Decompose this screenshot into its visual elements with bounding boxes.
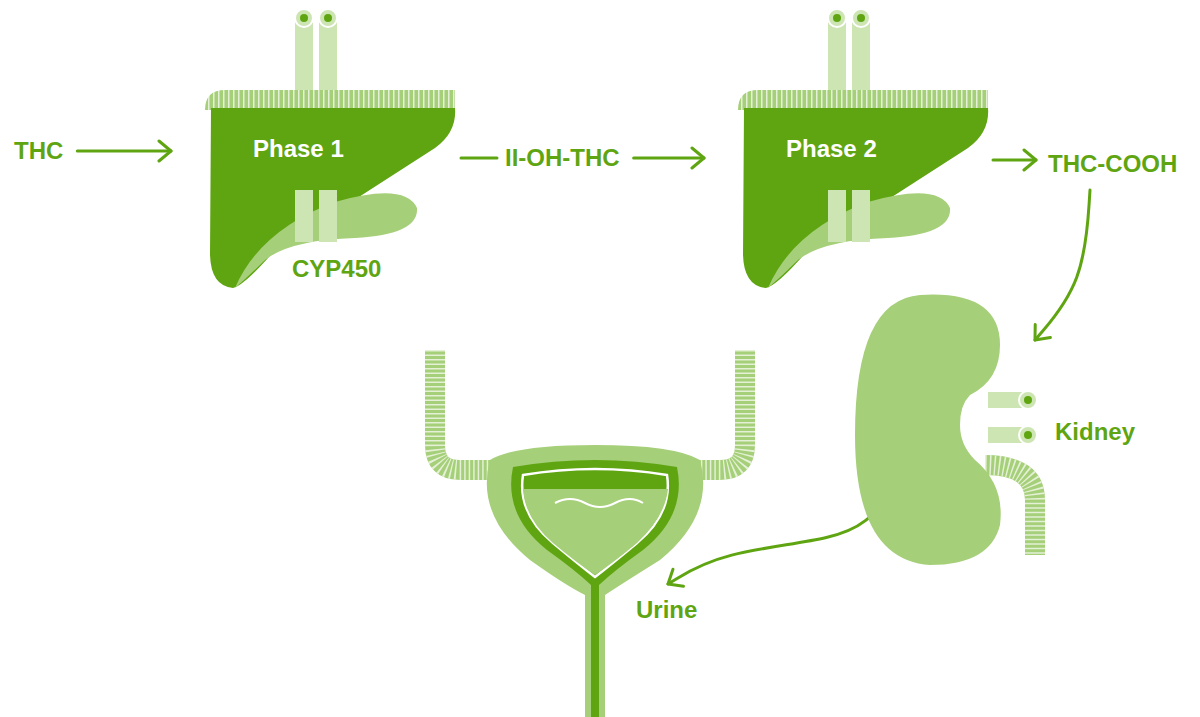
- organ-label: Urine: [636, 596, 697, 624]
- flow-arrow: [993, 159, 1036, 162]
- vessel-lumen: [300, 14, 308, 22]
- liver-lobe: [210, 108, 455, 288]
- text-anchor: Urine: [636, 596, 697, 624]
- text-anchor: CYP450: [292, 255, 381, 283]
- vessel-lumen: [1024, 431, 1032, 439]
- vessel: [319, 190, 337, 242]
- vessel-end: [319, 9, 337, 27]
- ureter-hatching: [680, 350, 745, 470]
- ureter: [435, 350, 510, 470]
- vessel-lumen: [324, 14, 332, 22]
- ureter-hatching: [435, 350, 510, 470]
- vessel-end: [295, 9, 313, 27]
- ureter: [680, 350, 745, 470]
- text-anchor: Phase 2: [786, 135, 877, 163]
- liver-node: Phase 1 CYP450: [175, 8, 458, 293]
- vessel-end: [1019, 426, 1037, 444]
- organ-label: CYP450: [292, 255, 381, 283]
- metabolite-label: II-OH-THC: [505, 144, 620, 172]
- vessel-end: [1019, 391, 1037, 409]
- metabolite-label: THC: [14, 137, 63, 165]
- liver-band: [205, 90, 455, 110]
- liver-node: Phase 2: [708, 8, 991, 293]
- bladder-group: [435, 350, 745, 717]
- vessel-lumen: [1024, 396, 1032, 404]
- flow-arrow: [1035, 190, 1090, 340]
- metabolite-node: II-OH-THC: [505, 144, 620, 172]
- bladder-wall: [487, 445, 703, 717]
- phase-label: Phase 1: [253, 135, 344, 163]
- bladder-illustration: [415, 345, 760, 717]
- vessel-lumen: [857, 14, 865, 22]
- flow-arrow: [634, 157, 704, 160]
- kidney-shape: [855, 295, 1001, 565]
- organ-label: Kidney: [1055, 418, 1135, 446]
- vessel-end: [852, 9, 870, 27]
- bladder-node: Urine: [415, 345, 760, 717]
- kidney-node: Kidney: [850, 285, 1150, 567]
- text-anchor: Phase 1: [253, 135, 344, 163]
- text-anchor: Kidney: [1055, 418, 1135, 446]
- liver-band: [738, 90, 988, 110]
- vessel: [828, 190, 846, 242]
- bladder-lumen: [522, 469, 668, 577]
- urine-wave: [555, 499, 643, 507]
- liver-group: [738, 9, 988, 288]
- metabolite-node: THC: [14, 137, 63, 165]
- flow-arrow: [668, 517, 870, 584]
- liver-group: [205, 9, 455, 288]
- vessel-lumen: [833, 14, 841, 22]
- metabolite-node: THC-COOH: [1048, 150, 1177, 178]
- liver-lobe: [743, 108, 988, 288]
- flow-arrow: [461, 157, 497, 160]
- metabolite-label: THC-COOH: [1048, 150, 1177, 178]
- vessel: [852, 190, 870, 242]
- kidney-group: [855, 295, 1037, 565]
- bladder-muscle: [511, 460, 679, 717]
- phase-label: Phase 2: [786, 135, 877, 163]
- flow-arrow: [77, 150, 171, 153]
- vessel: [295, 190, 313, 242]
- vessel-end: [828, 9, 846, 27]
- urine-fill: [523, 489, 668, 575]
